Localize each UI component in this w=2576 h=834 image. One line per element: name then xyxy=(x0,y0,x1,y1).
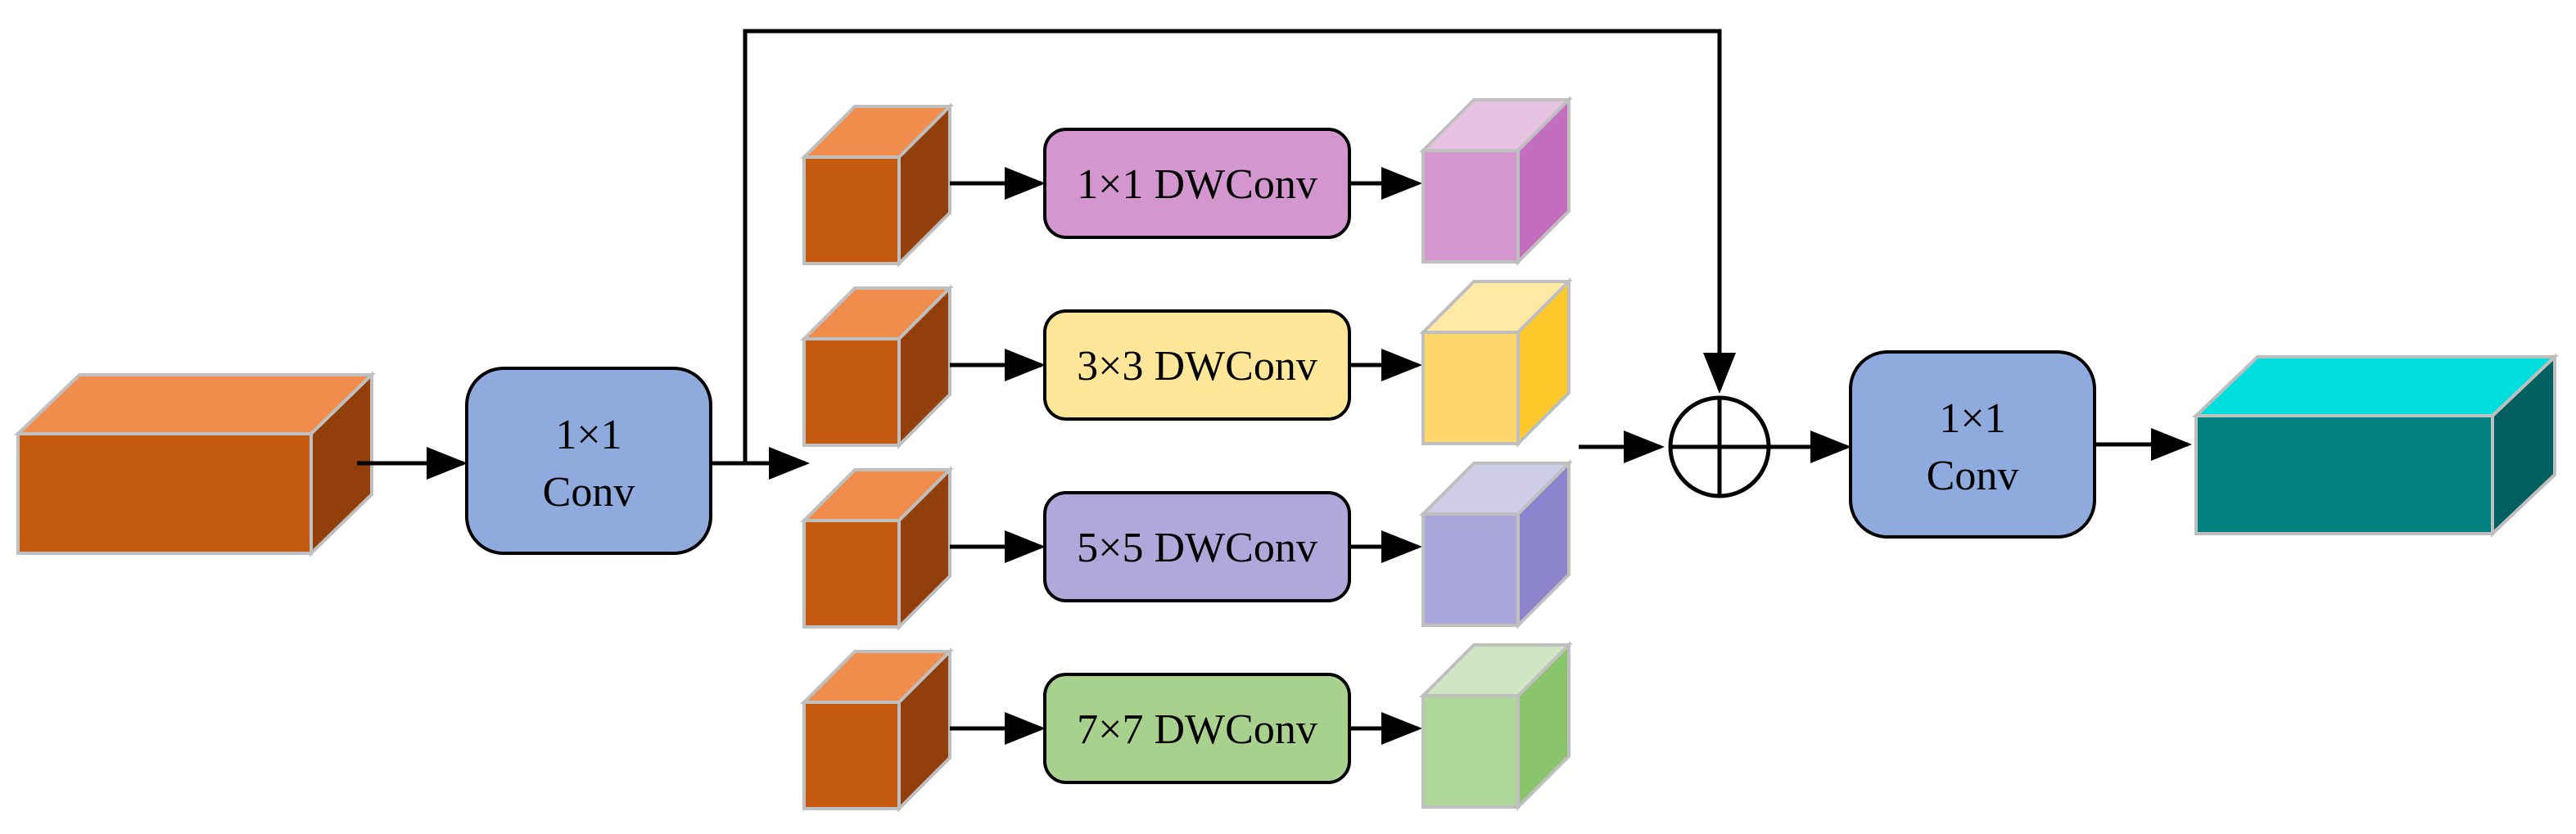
output-conv-label-line1: 1×1 xyxy=(1939,395,2005,442)
branch-output-cube-3-front xyxy=(1421,512,1520,627)
branch-2: 3×3 DWConv xyxy=(800,277,1573,449)
branch-input-cube-2 xyxy=(800,284,954,449)
dwconv-label-2: 3×3 DWConv xyxy=(1077,343,1317,390)
output-feature-front xyxy=(2194,414,2494,535)
branch-output-cube-2-front xyxy=(1421,331,1520,445)
branch-input-cube-4-front xyxy=(802,701,901,810)
dwconv-label-3: 5×5 DWConv xyxy=(1077,525,1317,571)
dwconv-label-4: 7×7 DWConv xyxy=(1077,706,1317,753)
branch-input-cube-2-front xyxy=(802,337,901,447)
branch-input-cube-1 xyxy=(800,102,954,268)
elementwise-sum-icon xyxy=(1668,395,1771,498)
input-feature-map xyxy=(14,371,376,557)
branch-3: 5×5 DWConv xyxy=(800,459,1573,631)
input-feature-front xyxy=(16,432,313,555)
branch-output-cube-1-front xyxy=(1421,149,1520,264)
branch-input-cube-1-front xyxy=(802,156,901,265)
output-conv-block: 1×1 Conv xyxy=(1849,350,2096,539)
branch-output-cube-4 xyxy=(1419,641,1573,811)
branch-output-cube-2 xyxy=(1419,277,1573,448)
input-conv-block: 1×1 Conv xyxy=(465,367,712,555)
branches: 1×1 DWConv 3×3 DWConv 5×5 DWConv 7×7 DWConv xyxy=(800,96,1573,813)
residual-connection xyxy=(743,29,1736,463)
dwconv-label-1: 1×1 DWConv xyxy=(1077,161,1317,208)
output-conv-box xyxy=(1849,350,2096,539)
input-conv-label-line2: Conv xyxy=(543,469,635,516)
branch-input-cube-3-front xyxy=(802,519,901,629)
branch-4: 7×7 DWConv xyxy=(800,641,1573,813)
output-feature-map xyxy=(2192,353,2560,538)
output-conv-label-line2: Conv xyxy=(1927,453,2019,499)
branch-output-cube-4-front xyxy=(1421,694,1520,809)
branch-output-cube-1 xyxy=(1419,96,1573,266)
branch-input-cube-4 xyxy=(800,647,954,813)
branch-output-cube-3 xyxy=(1419,459,1573,629)
input-conv-box xyxy=(465,367,712,555)
branch-input-cube-3 xyxy=(800,466,954,631)
branch-1: 1×1 DWConv xyxy=(800,96,1573,268)
input-conv-label-line1: 1×1 xyxy=(555,412,621,458)
